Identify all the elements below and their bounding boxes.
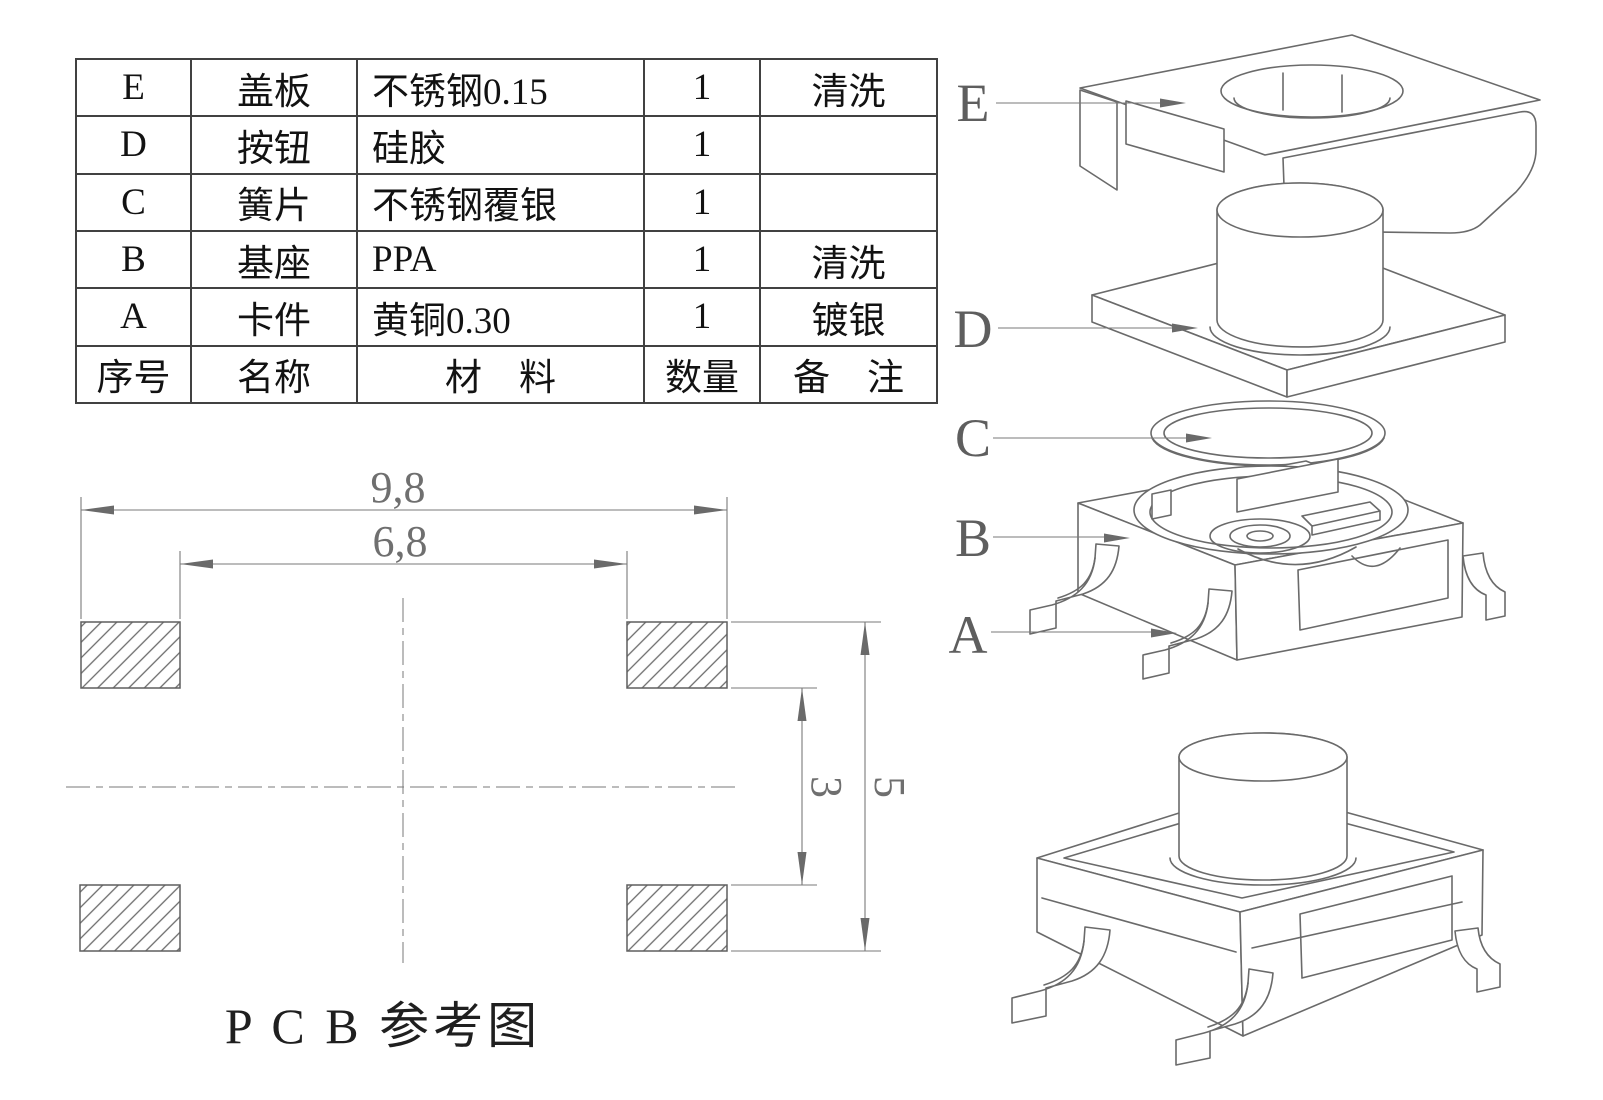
bom-header-material: 材 料 [356,344,645,405]
bom-cell-name: 按钮 [190,115,358,175]
solder-pad-bottom-right [626,884,728,952]
leader-arrow-a [1151,628,1177,638]
pcb-caption: P C B 参考图 [225,998,541,1054]
dim-width-outer: 9,8 [80,463,728,619]
bom-cell-qty: 1 [643,57,761,118]
bom-cell-remark: 镀银 [759,287,938,347]
bom-header-qty: 数量 [643,344,761,405]
assembled-switch-view [1011,732,1501,1066]
assembled-leg-right [1454,927,1501,993]
bom-cell-material: 不锈钢0.15 [356,57,645,118]
cover-hole [1220,64,1404,118]
bom-cell-remark: 清洗 [759,229,938,290]
part-label-b: B [955,508,991,568]
clip-leg-right [1462,552,1506,621]
dim-text-width-inner: 6,8 [373,517,428,566]
center-contact [1209,518,1311,554]
part-label-a: A [949,605,988,665]
bom-cell-no: C [75,172,192,232]
leader-arrow-d [1172,323,1198,333]
part-c-dome [1150,400,1386,467]
bom-cell-name: 卡件 [190,287,358,347]
bom-cell-material: PPA [356,229,645,290]
dim-vertical-inner: 3 [731,687,851,886]
dim-text-vertical-outer: 5 [865,776,914,798]
bom-cell-no: B [75,229,192,290]
exploded-view: E D C B A [949,34,1541,680]
bom-header-name: 名称 [190,344,358,405]
bom-cell-name: 簧片 [190,172,358,232]
part-label-d: D [954,299,993,359]
bom-table: E 盖板 不锈钢0.15 1 清洗 D 按钮 硅胶 1 C 簧片 不锈钢覆银 1… [75,57,938,405]
bom-cell-qty: 1 [643,115,761,175]
leader-arrow-b [1104,533,1130,543]
bom-cell-name: 基座 [190,229,358,290]
solder-pad-top-left [80,621,181,689]
bom-cell-qty: 1 [643,172,761,232]
part-label-c: C [955,408,991,468]
bom-cell-no: A [75,287,192,347]
solder-pad-bottom-left [79,884,181,952]
bom-cell-no: E [75,57,192,118]
bom-row-e: E 盖板 不锈钢0.15 1 清洗 [75,57,938,118]
part-label-e: E [957,73,990,133]
bom-row-a: A 卡件 黄铜0.30 1 镀银 [75,287,938,347]
bom-header-row: 序号 名称 材 料 数量 备 注 [75,344,938,405]
leader-arrow-e [1160,98,1186,108]
bom-cell-qty: 1 [643,287,761,347]
bom-cell-qty: 1 [643,229,761,290]
bom-header-remark: 备 注 [759,344,938,405]
bom-cell-no: D [75,115,192,175]
dim-width-inner: 6,8 [179,517,628,619]
dim-text-vertical-inner: 3 [802,776,851,798]
part-b-base [1029,458,1506,680]
bom-row-c: C 簧片 不锈钢覆银 1 [75,172,938,232]
bom-cell-material: 硅胶 [356,115,645,175]
bom-cell-material: 不锈钢覆银 [356,172,645,232]
bom-cell-material: 黄铜0.30 [356,287,645,347]
bom-row-d: D 按钮 硅胶 1 [75,115,938,175]
pcb-reference-drawing: 9,8 6,8 3 5 P C B 参考图 [66,463,914,1054]
solder-pad-top-right [626,621,728,689]
dim-text-width-outer: 9,8 [371,463,426,512]
bom-cell-remark [759,172,938,232]
bom-cell-remark [759,115,938,175]
part-d-button [1091,182,1506,398]
part-leaders: E D C B A [949,73,1212,665]
bom-row-b: B 基座 PPA 1 清洗 [75,229,938,290]
bom-header-no: 序号 [75,344,192,405]
bom-cell-name: 盖板 [190,57,358,118]
bom-cell-remark: 清洗 [759,57,938,118]
dim-vertical-outer: 5 [731,621,914,952]
leader-arrow-c [1186,433,1212,443]
